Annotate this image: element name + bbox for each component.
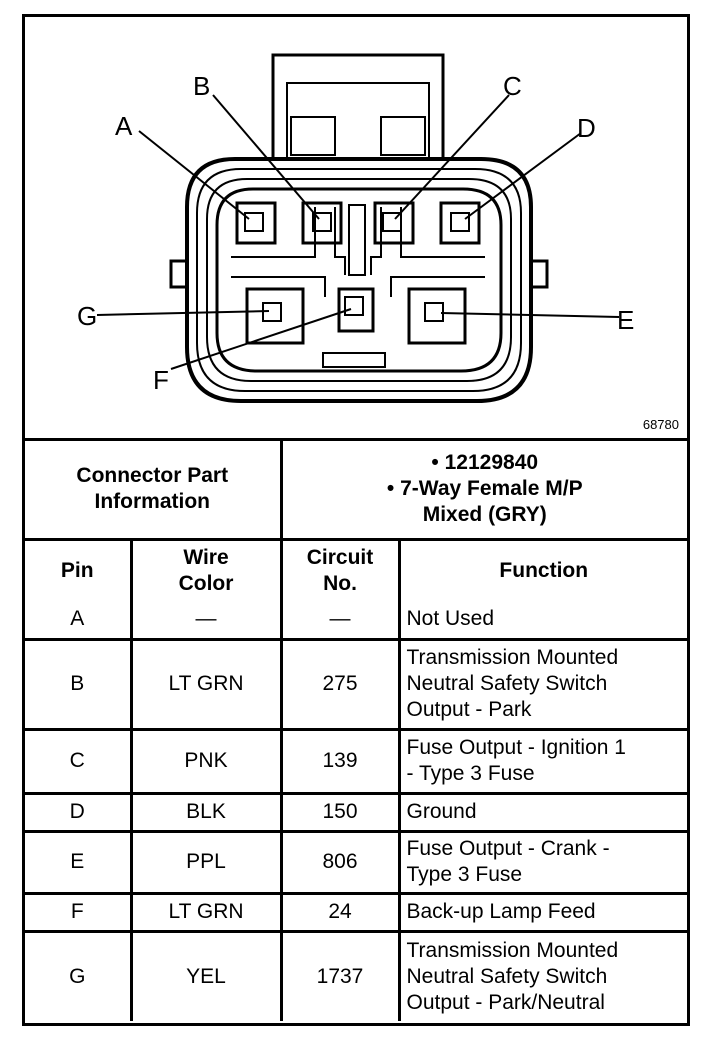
function-line: Type 3 Fuse	[406, 863, 523, 886]
function-line: Output - Park	[406, 698, 532, 721]
body-outline-4	[215, 187, 503, 373]
ear-left	[169, 259, 189, 289]
pin-label-e: E	[617, 305, 635, 335]
bottom-notch	[322, 352, 386, 368]
terminal-e	[424, 302, 444, 322]
body-outline-1	[185, 157, 533, 403]
function-cell: Back-up Lamp Feed	[397, 891, 687, 933]
figure-id: 68780	[642, 417, 679, 432]
cavity-c	[373, 201, 415, 245]
function-cell: Ground	[397, 791, 687, 833]
body-outline-2	[196, 168, 522, 392]
pin-cell: E	[25, 829, 133, 895]
function-line: Ground	[406, 800, 477, 823]
terminal-f	[344, 296, 364, 316]
center-key	[348, 204, 366, 276]
connector-info-row: Connector Part Information • 12129840 • …	[25, 441, 687, 541]
terminal-d	[450, 212, 470, 232]
circuit-cell: 150	[279, 791, 401, 833]
function-line: Neutral Safety Switch	[406, 964, 608, 988]
terminal-c	[382, 212, 402, 232]
connector-diagram: A B C D G F E 68780	[25, 17, 687, 441]
function-line: Back-up Lamp Feed	[406, 900, 596, 923]
terminal-a	[244, 212, 264, 232]
ear-right	[529, 259, 549, 289]
wire-color-cell: BLK	[129, 791, 283, 833]
function-line: - Type 3 Fuse	[406, 762, 535, 785]
latch-tab-outer	[271, 53, 445, 159]
connector-info-label: Connector Part Information	[25, 441, 283, 541]
pin-cell: B	[25, 637, 133, 731]
circuit-cell: 24	[279, 891, 401, 933]
cavity-a	[235, 201, 277, 245]
terminal-b	[312, 212, 332, 232]
wire-color-cell: PNK	[129, 727, 283, 795]
col-header-pin: Pin	[25, 537, 133, 601]
wire-color-cell: LT GRN	[129, 891, 283, 933]
wire-color-cell: —	[129, 601, 283, 641]
circuit-cell: 1737	[279, 929, 401, 1021]
leader-lines	[96, 94, 620, 370]
function-line: Transmission Mounted	[406, 646, 619, 669]
pinout-table: Connector Part Information • 12129840 • …	[25, 441, 687, 1021]
function-cell: Fuse Output - Ignition 1 - Type 3 Fuse	[397, 727, 687, 795]
wire-color-cell: LT GRN	[129, 637, 283, 731]
keying-ribs-lower	[231, 276, 485, 297]
col-header-function: Function	[397, 537, 687, 601]
function-line: Fuse Output - Ignition 1	[406, 736, 626, 759]
circuit-cell: 139	[279, 727, 401, 795]
circuit-cell: 806	[279, 829, 401, 895]
body-outline-3	[206, 178, 512, 382]
wire-color-cell: PPL	[129, 829, 283, 895]
function-line: Transmission Mounted	[406, 938, 619, 962]
pin-cell: D	[25, 791, 133, 833]
function-cell: Fuse Output - Crank - Type 3 Fuse	[397, 829, 687, 895]
table-row: A——Not Used	[25, 601, 687, 641]
pin-label-g: G	[77, 301, 98, 331]
function-line: Fuse Output - Crank -	[406, 837, 610, 860]
pin-cell: A	[25, 601, 133, 641]
connector-drawing	[96, 53, 620, 403]
pin-cell: F	[25, 891, 133, 933]
pin-cell: G	[25, 929, 133, 1021]
pin-label-a: A	[115, 111, 133, 141]
wire-color-cell: YEL	[129, 929, 283, 1021]
connector-sheet: A B C D G F E 68780 Connector Part Infor…	[22, 14, 690, 1026]
latch-window-left	[290, 116, 336, 156]
function-cell: Not Used	[397, 601, 687, 641]
keying-ribs	[231, 207, 485, 275]
latch-window-right	[380, 116, 426, 156]
function-line: Neutral Safety Switch	[406, 672, 608, 695]
function-line: Not Used	[406, 607, 495, 631]
pin-label-b: B	[193, 71, 211, 101]
circuit-cell: 275	[279, 637, 401, 731]
cavity-g	[245, 287, 305, 345]
pin-label-c: C	[503, 71, 522, 101]
cavity-d	[439, 201, 481, 245]
pin-label-d: D	[577, 113, 596, 143]
cavity-e	[407, 287, 467, 345]
function-line: Output - Park/Neutral	[406, 990, 605, 1014]
pin-label-f: F	[153, 365, 169, 395]
part-number: • 12129840	[431, 451, 539, 475]
latch-tab-inner	[286, 82, 430, 159]
pin-cell: C	[25, 727, 133, 795]
cavity-b	[301, 201, 343, 245]
circuit-cell: —	[279, 601, 401, 641]
cavity-f	[337, 287, 375, 333]
